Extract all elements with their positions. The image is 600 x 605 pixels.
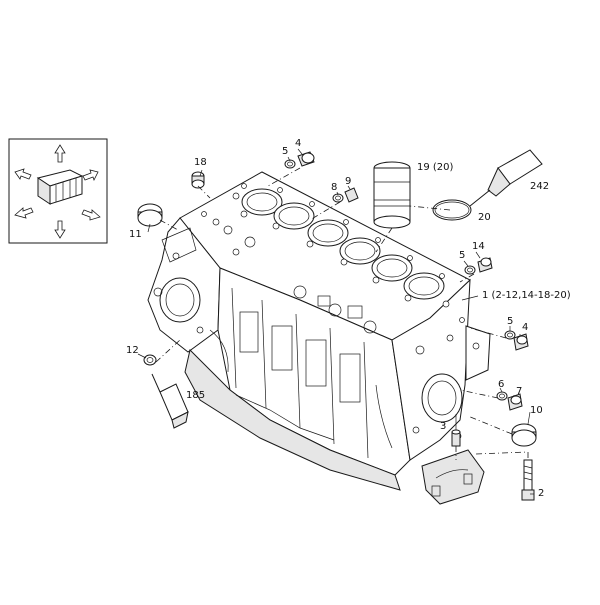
callout-2: 2 [538, 488, 545, 499]
inset-block-icon [36, 169, 84, 205]
part-6-washer [496, 391, 508, 401]
inset-arrows [14, 144, 101, 239]
assembly-lines [155, 167, 529, 460]
part-2-bolt [521, 459, 535, 501]
part-10-seal-ring [511, 423, 537, 447]
engine-block [147, 171, 491, 491]
part-14-plug [477, 257, 493, 273]
callout-12: 12 [126, 345, 139, 356]
main-bearing-cap [421, 449, 485, 505]
callout-19: 19 (20) [417, 162, 454, 173]
callout-6: 6 [498, 379, 505, 390]
callout-185: 185 [186, 390, 206, 401]
part-12-seal [143, 354, 157, 366]
part-4-plug-a [297, 151, 315, 167]
part-5-washer-b [464, 265, 476, 275]
part-7-plug [507, 393, 523, 411]
callout-5-c: 5 [507, 316, 514, 327]
callout-5-b: 5 [459, 250, 466, 261]
part-9-plug [344, 187, 359, 203]
callout-1: 1 (2-12,14-18-20) [482, 290, 571, 301]
part-185-sealant-bottle [151, 373, 189, 429]
cylinder-bores [241, 188, 445, 300]
part-20-o-ring [432, 199, 472, 221]
callout-4-b: 4 [522, 322, 529, 333]
part-8-washer [332, 193, 344, 203]
callout-leaders [137, 148, 534, 495]
part-18-plug [191, 171, 205, 189]
callout-8: 8 [331, 182, 338, 193]
callout-20: 20 [478, 212, 491, 223]
deck-holes [201, 183, 450, 308]
part-3-dowel [451, 429, 461, 447]
callout-11: 11 [129, 229, 142, 240]
callout-3: 3 [440, 421, 447, 432]
front-face-details [153, 227, 204, 334]
side-face-ribs [209, 285, 393, 459]
part-11-seal-ring [137, 203, 163, 227]
part-4-plug-b [513, 333, 529, 351]
orientation-inset [8, 138, 108, 244]
callout-7: 7 [516, 386, 523, 397]
part-5-washer-c [504, 330, 516, 340]
part-5-washer-a [284, 159, 296, 169]
callout-4-a: 4 [295, 138, 302, 149]
callout-14: 14 [472, 241, 485, 252]
part-19-cylinder-liner [373, 161, 411, 229]
callout-18: 18 [194, 157, 207, 168]
callout-242: 242 [530, 181, 550, 192]
part-242-sealant-tube [469, 149, 543, 207]
callout-9: 9 [345, 176, 352, 187]
callout-5-a: 5 [282, 146, 289, 157]
rear-face-details [412, 317, 491, 440]
callout-10: 10 [530, 405, 543, 416]
